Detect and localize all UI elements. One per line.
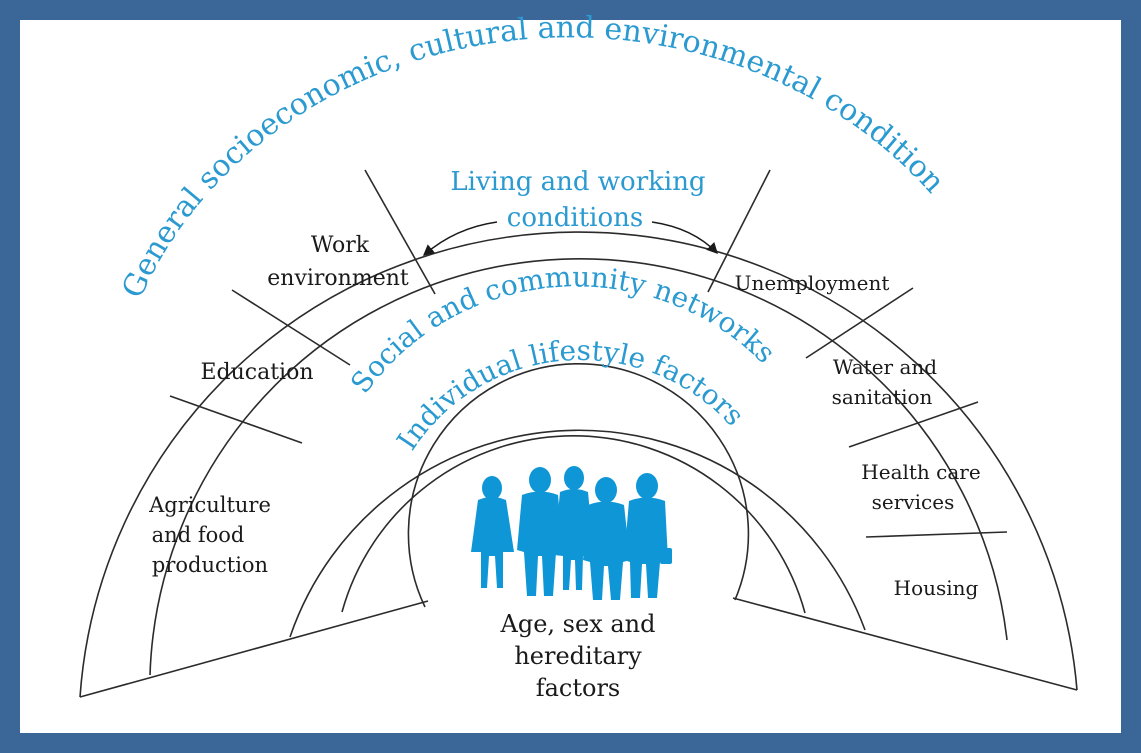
second-arc <box>149 258 1008 676</box>
right-divider-4 <box>865 531 1008 538</box>
unemployment-label: Unemployment <box>735 271 890 295</box>
education-label: Education <box>200 360 313 385</box>
individual-layer-label: Individual lifestyle factors <box>390 334 751 456</box>
living-title-line1: Living and working <box>450 167 705 197</box>
core-label-line3: factors <box>536 674 621 702</box>
double-arrow-icon <box>422 221 718 256</box>
health-care-line1: Health care <box>861 460 980 484</box>
agriculture-line3: production <box>152 553 268 577</box>
left-baseline <box>79 600 429 698</box>
social-arc <box>289 429 866 638</box>
outer-layer-label: General socioeconomic, cultural and envi… <box>115 10 951 303</box>
outer-arc <box>79 231 1078 698</box>
right-divider-2 <box>805 287 914 359</box>
agriculture-line1: Agriculture <box>148 493 271 517</box>
health-care-line2: services <box>872 490 955 514</box>
core-label-line1: Age, sex and <box>500 610 656 638</box>
agriculture-line2: and food <box>152 523 245 547</box>
core-label-line2: hereditary <box>514 642 642 670</box>
water-sanitation-line1: Water and <box>833 355 937 379</box>
water-sanitation-line2: sanitation <box>832 385 933 409</box>
work-environment-line2: environment <box>267 266 409 291</box>
right-divider-1 <box>707 169 771 293</box>
people-silhouettes-icon <box>471 466 672 600</box>
left-divider-3 <box>169 395 303 444</box>
core-arc <box>407 362 750 608</box>
work-environment-line1: Work <box>311 233 370 258</box>
individual-arc <box>341 435 806 614</box>
right-baseline <box>732 597 1078 691</box>
left-divider-2 <box>231 289 351 366</box>
left-divider-1 <box>364 169 436 295</box>
living-title-line2: conditions <box>507 203 643 233</box>
right-divider-3 <box>848 401 979 448</box>
housing-label: Housing <box>894 576 979 600</box>
